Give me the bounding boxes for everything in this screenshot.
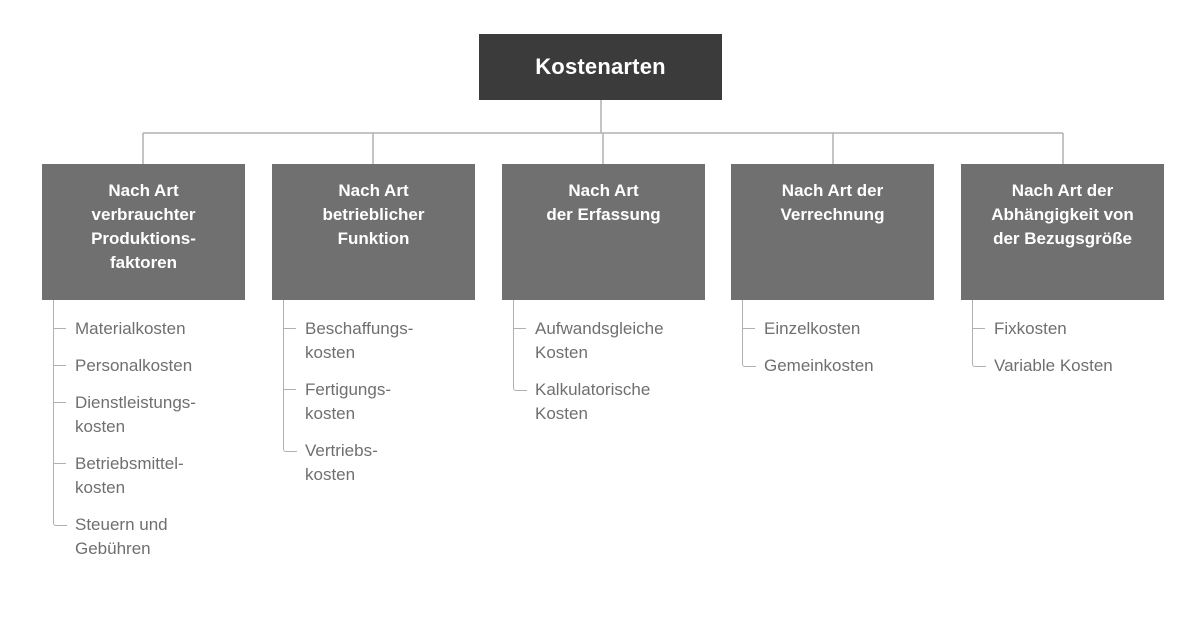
tree-item: Fixkosten [972,317,1164,354]
tree-item: Kalkulatorische Kosten [513,378,705,439]
branch-box: Nach Art der Verrechnung [731,164,934,300]
tree-item: Aufwandsgleiche Kosten [513,317,705,378]
tree-item: Fertigungs- kosten [283,378,475,439]
root-node: Kostenarten [479,34,722,100]
tree-item: Einzelkosten [742,317,934,354]
branch-title: Nach Art der Abhängigkeit von der Bezugs… [991,181,1134,248]
tree-item: Gemeinkosten [742,354,934,391]
tree-item: Vertriebs- kosten [283,439,475,500]
branch-title: Nach Art der Erfassung [546,181,661,224]
branch-box: Nach Art der Erfassung [502,164,705,300]
tree-item: Variable Kosten [972,354,1164,391]
tree-item: Personalkosten [53,354,245,391]
tree-item: Dienstleistungs- kosten [53,391,245,452]
tree-item: Materialkosten [53,317,245,354]
branch-column: Nach Art der Abhängigkeit von der Bezugs… [961,164,1164,391]
tree-item: Betriebsmittel- kosten [53,452,245,513]
tree-item: Steuern und Gebühren [53,513,245,574]
branch-title: Nach Art der Verrechnung [780,181,885,224]
branch-column: Nach Art betrieblicher Funktion Beschaff… [272,164,475,500]
branch-box: Nach Art verbrauchter Produktions- fakto… [42,164,245,300]
tree-item: Beschaffungs- kosten [283,317,475,378]
branch-column: Nach Art der Erfassung Aufwandsgleiche K… [502,164,705,439]
branch-box: Nach Art betrieblicher Funktion [272,164,475,300]
branch-title: Nach Art verbrauchter Produktions- fakto… [91,181,196,272]
root-label: Kostenarten [535,54,666,79]
branch-title: Nach Art betrieblicher Funktion [322,181,425,248]
branch-column: Nach Art verbrauchter Produktions- fakto… [42,164,245,574]
branch-box: Nach Art der Abhängigkeit von der Bezugs… [961,164,1164,300]
